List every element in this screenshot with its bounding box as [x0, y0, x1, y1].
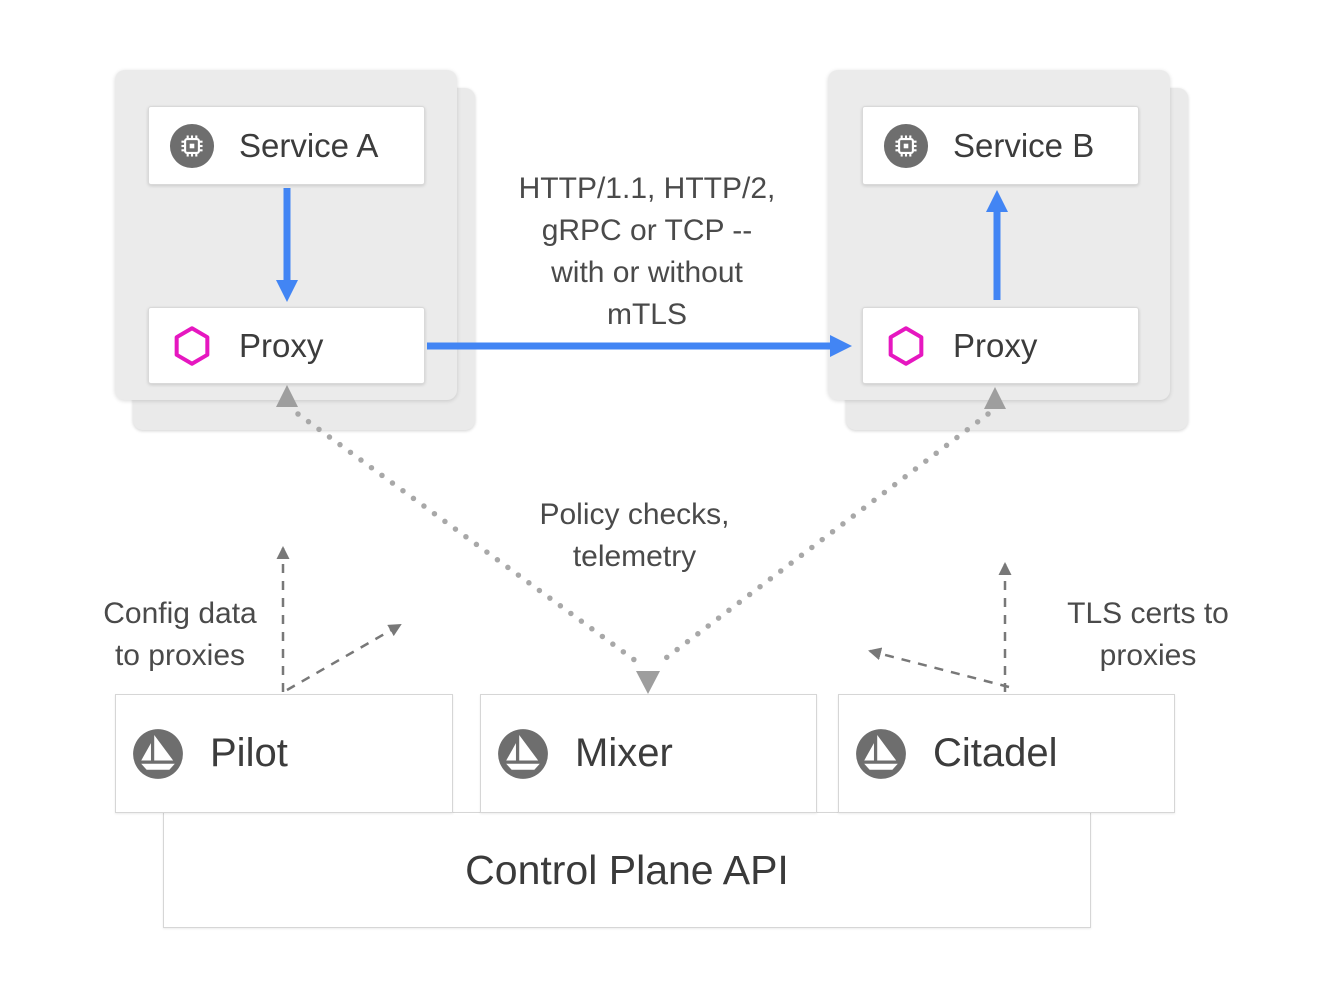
tls-certs-line: proxies — [1099, 639, 1197, 672]
config-data-line: to proxies — [114, 639, 246, 672]
tls-certs-label: TLS certs to proxies — [1050, 593, 1246, 677]
pilot-component: Pilot — [115, 694, 453, 813]
proxy-left-node: Proxy — [148, 307, 425, 384]
service-b-node: Service B — [862, 106, 1139, 185]
tls-certs-line: TLS certs to — [1067, 597, 1229, 630]
policy-telemetry-line: Policy checks, — [539, 498, 730, 531]
citadel-component: Citadel — [838, 694, 1175, 813]
config-data-label: Config data to proxies — [85, 593, 275, 677]
proxy-left-label: Proxy — [239, 326, 324, 364]
dashed-arrow-citadel-diagonal — [868, 647, 1010, 689]
hexagon-icon — [169, 323, 215, 369]
traffic-protocol-line: with or without — [551, 256, 743, 289]
traffic-protocol-line: mTLS — [606, 298, 687, 331]
mixer-label: Mixer — [575, 731, 673, 775]
arrowhead-down-mixer — [636, 671, 660, 694]
pilot-label: Pilot — [210, 731, 288, 775]
service-a-node: Service A — [148, 106, 425, 185]
sailboat-icon — [855, 728, 907, 780]
service-a-label: Service A — [239, 126, 379, 164]
control-plane-api-box: Control Plane API — [163, 812, 1091, 928]
traffic-protocol-line: HTTP/1.1, HTTP/2, — [518, 172, 776, 205]
chip-icon — [883, 123, 929, 169]
sailboat-icon — [132, 728, 184, 780]
policy-telemetry-line: telemetry — [572, 540, 697, 573]
citadel-label: Citadel — [933, 731, 1058, 775]
sailboat-icon — [497, 728, 549, 780]
proxy-right-label: Proxy — [953, 326, 1038, 364]
policy-telemetry-label: Policy checks, telemetry — [512, 494, 757, 578]
dashed-arrow-pilot-diagonal — [286, 623, 402, 692]
hexagon-icon — [883, 323, 929, 369]
control-plane-api-label: Control Plane API — [465, 846, 789, 893]
config-data-line: Config data — [103, 597, 257, 630]
traffic-protocol-line: gRPC or TCP -- — [541, 214, 753, 247]
proxy-right-node: Proxy — [862, 307, 1139, 384]
traffic-protocol-label: HTTP/1.1, HTTP/2, gRPC or TCP -- with or… — [492, 168, 802, 336]
chip-icon — [169, 123, 215, 169]
service-b-label: Service B — [953, 126, 1095, 164]
mixer-component: Mixer — [480, 694, 817, 813]
